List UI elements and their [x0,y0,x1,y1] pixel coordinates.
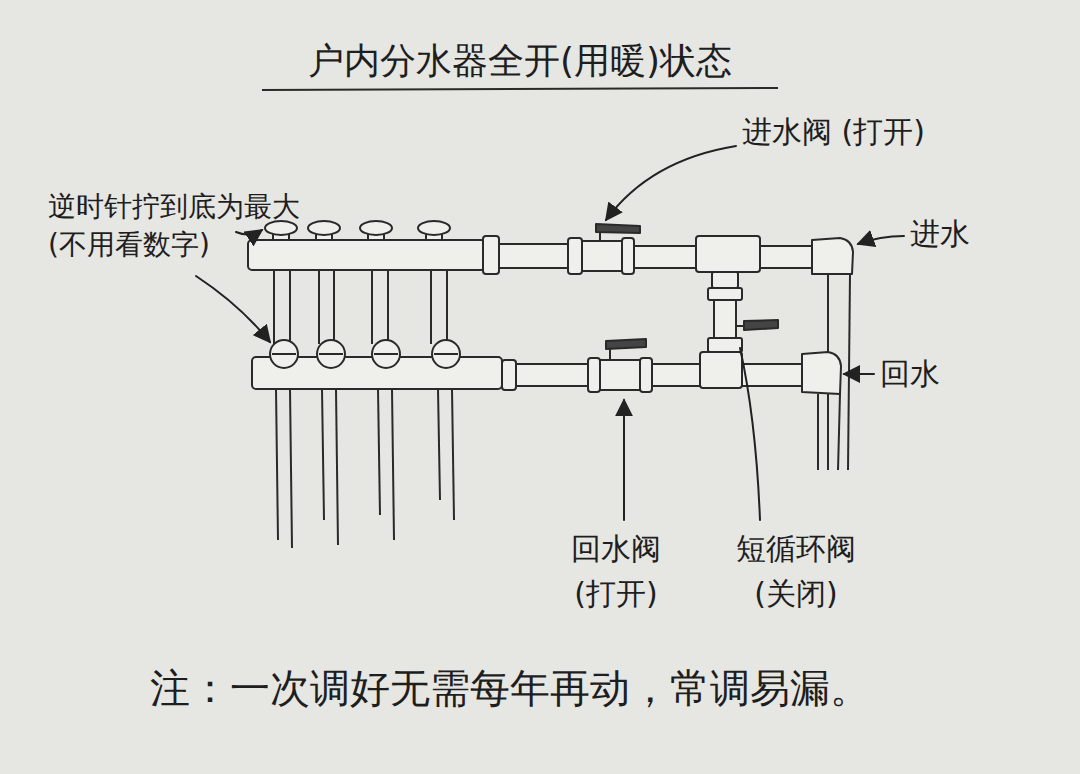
callout-label: 进水阀 (打开) [742,112,992,151]
title-underline [262,88,778,90]
leader-arrow [858,236,904,244]
callout-label: 逆时针拧到底为最大 (不用看数字) [48,188,323,264]
return-manifold [252,339,841,470]
leader-line [740,348,760,520]
floor-tubes [276,389,454,548]
leader-arrow [844,373,874,375]
loop-tubes [274,270,447,344]
supply-manifold [248,221,853,470]
leader-arrow [606,146,736,220]
leader-arrow [196,276,270,342]
callout-label: 进水 [910,214,1020,253]
callout-label: 回水阀 (打开) [560,526,672,616]
note-caption: 注：一次调好无需每年再动，常调易漏。 [150,662,1050,714]
callout-label: 短循环阀 (关闭) [716,526,876,616]
callout-label: 回水 [880,354,990,393]
leader-arrow [623,400,625,520]
diagram-title: 户内分水器全开(用暖)状态 [255,38,785,85]
leader-arrow [236,230,262,235]
bypass-valve [708,272,778,352]
